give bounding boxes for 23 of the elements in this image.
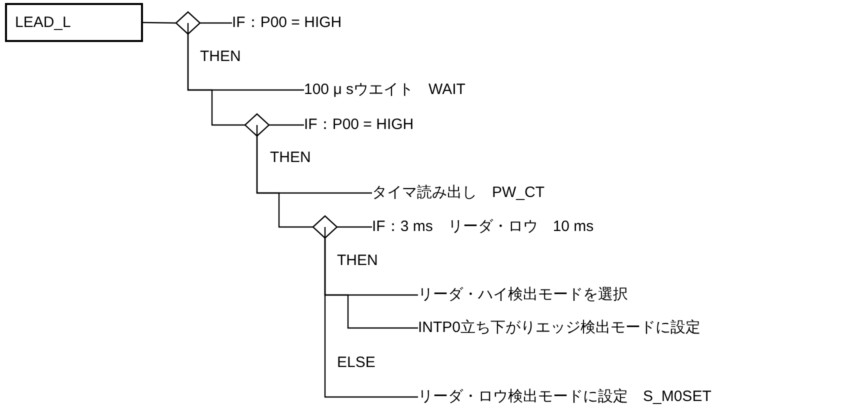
- statement-text: IF：P00 = HIGH: [232, 14, 342, 32]
- decision-diamond: [175, 11, 201, 35]
- decision-diamond: [312, 215, 338, 239]
- statement-text: IF：3 ms リーダ・ロウ 10 ms: [372, 218, 594, 236]
- statement-text: リーダ・ロウ検出モードに設定 S_M0SET: [418, 388, 712, 406]
- connector-line: [269, 124, 304, 126]
- decision-diamond: [244, 113, 270, 137]
- connector-line: [187, 34, 245, 126]
- statement-text: INTP0立ち下がりエッジ検出モードに設定: [418, 319, 701, 337]
- connector-line: [200, 22, 232, 24]
- connector-line: [324, 238, 418, 398]
- branch-keyword: THEN: [270, 149, 311, 167]
- connector-line: [143, 22, 176, 24]
- statement-text: IF：P00 = HIGH: [304, 116, 414, 134]
- branch-keyword: THEN: [337, 252, 378, 270]
- branch-keyword: THEN: [200, 48, 241, 66]
- connector-line: [256, 136, 313, 228]
- routine-box: LEAD_L: [5, 3, 143, 42]
- statement-text: リーダ・ハイ検出モードを選択: [418, 286, 628, 304]
- branch-keyword: ELSE: [337, 354, 376, 372]
- connector-line: [337, 226, 372, 228]
- statement-text: タイマ読み出し PW_CT: [372, 184, 544, 202]
- statement-text: 100 μ sウエイト WAIT: [304, 81, 466, 99]
